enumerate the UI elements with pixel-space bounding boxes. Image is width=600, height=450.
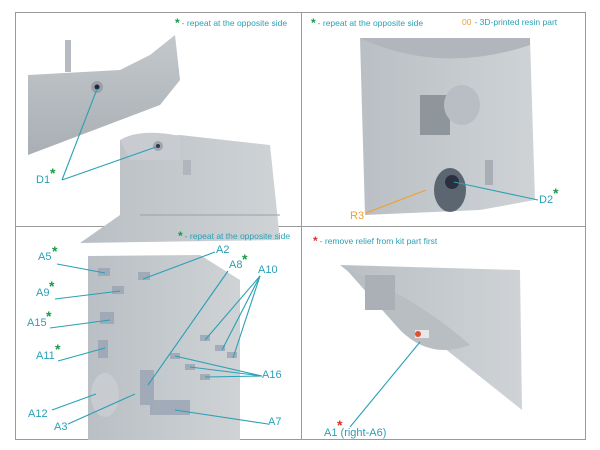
green-asterisk-icon: * <box>50 165 56 181</box>
label-a8: A8 <box>229 259 243 271</box>
green-asterisk-icon: * <box>52 243 58 259</box>
note-remove-relief: *- remove relief from kit part first <box>313 234 437 248</box>
resin-code: 00 <box>462 17 472 27</box>
note-text: - repeat at the opposite side <box>317 18 424 28</box>
label-a16: A16 <box>262 369 282 381</box>
label-a11: A11 <box>36 350 55 362</box>
green-asterisk-icon: * <box>311 16 316 30</box>
note-text: - remove relief from kit part first <box>319 236 438 246</box>
note-text: - repeat at the opposite side <box>184 231 291 241</box>
label-a9: A9 <box>36 287 50 299</box>
label-a5: A5 <box>38 251 52 263</box>
label-r3: R3 <box>350 210 365 222</box>
green-asterisk-icon: * <box>55 341 61 357</box>
green-asterisk-icon: * <box>49 278 55 294</box>
label-a2: A2 <box>216 244 230 256</box>
note-repeat-opposite: *- repeat at the opposite side <box>311 16 423 30</box>
label-a1-code: A1 <box>324 427 338 439</box>
red-asterisk-icon: * <box>337 417 343 433</box>
green-asterisk-icon: * <box>178 229 183 243</box>
label-a7: A7 <box>268 416 282 428</box>
leader-lines <box>49 88 539 428</box>
green-asterisk-icon: * <box>46 308 52 324</box>
label-a15: A15 <box>27 317 47 329</box>
green-asterisk-icon: * <box>175 16 180 30</box>
photo-engine-nacelle <box>88 255 240 440</box>
green-asterisk-icon: * <box>242 251 248 267</box>
photo-wing-upper <box>28 35 180 155</box>
photo-wing-pylon <box>340 265 522 410</box>
note-resin-part: 00- 3D-printed resin part <box>462 17 557 27</box>
label-a1-note: (right-A6) <box>340 427 387 439</box>
photo-fuselage-lower <box>80 132 280 243</box>
label-a12: A12 <box>28 408 48 420</box>
note-text: - 3D-printed resin part <box>474 17 558 27</box>
note-repeat-opposite: *- repeat at the opposite side <box>178 229 290 243</box>
red-asterisk-icon: * <box>313 234 318 248</box>
green-asterisk-icon: * <box>553 185 559 201</box>
label-a10: A10 <box>258 264 278 276</box>
label-a3: A3 <box>54 421 68 433</box>
label-a1: A1 (right-A6) <box>324 428 386 439</box>
label-d2: D2 <box>539 194 554 206</box>
photo-sensor-pod <box>360 38 535 215</box>
label-d1: D1 <box>36 174 51 186</box>
panel-divider-horizontal <box>15 226 586 227</box>
resin-leader-line <box>365 189 427 214</box>
note-repeat-opposite: *- repeat at the opposite side <box>175 16 287 30</box>
note-text: - repeat at the opposite side <box>181 18 288 28</box>
